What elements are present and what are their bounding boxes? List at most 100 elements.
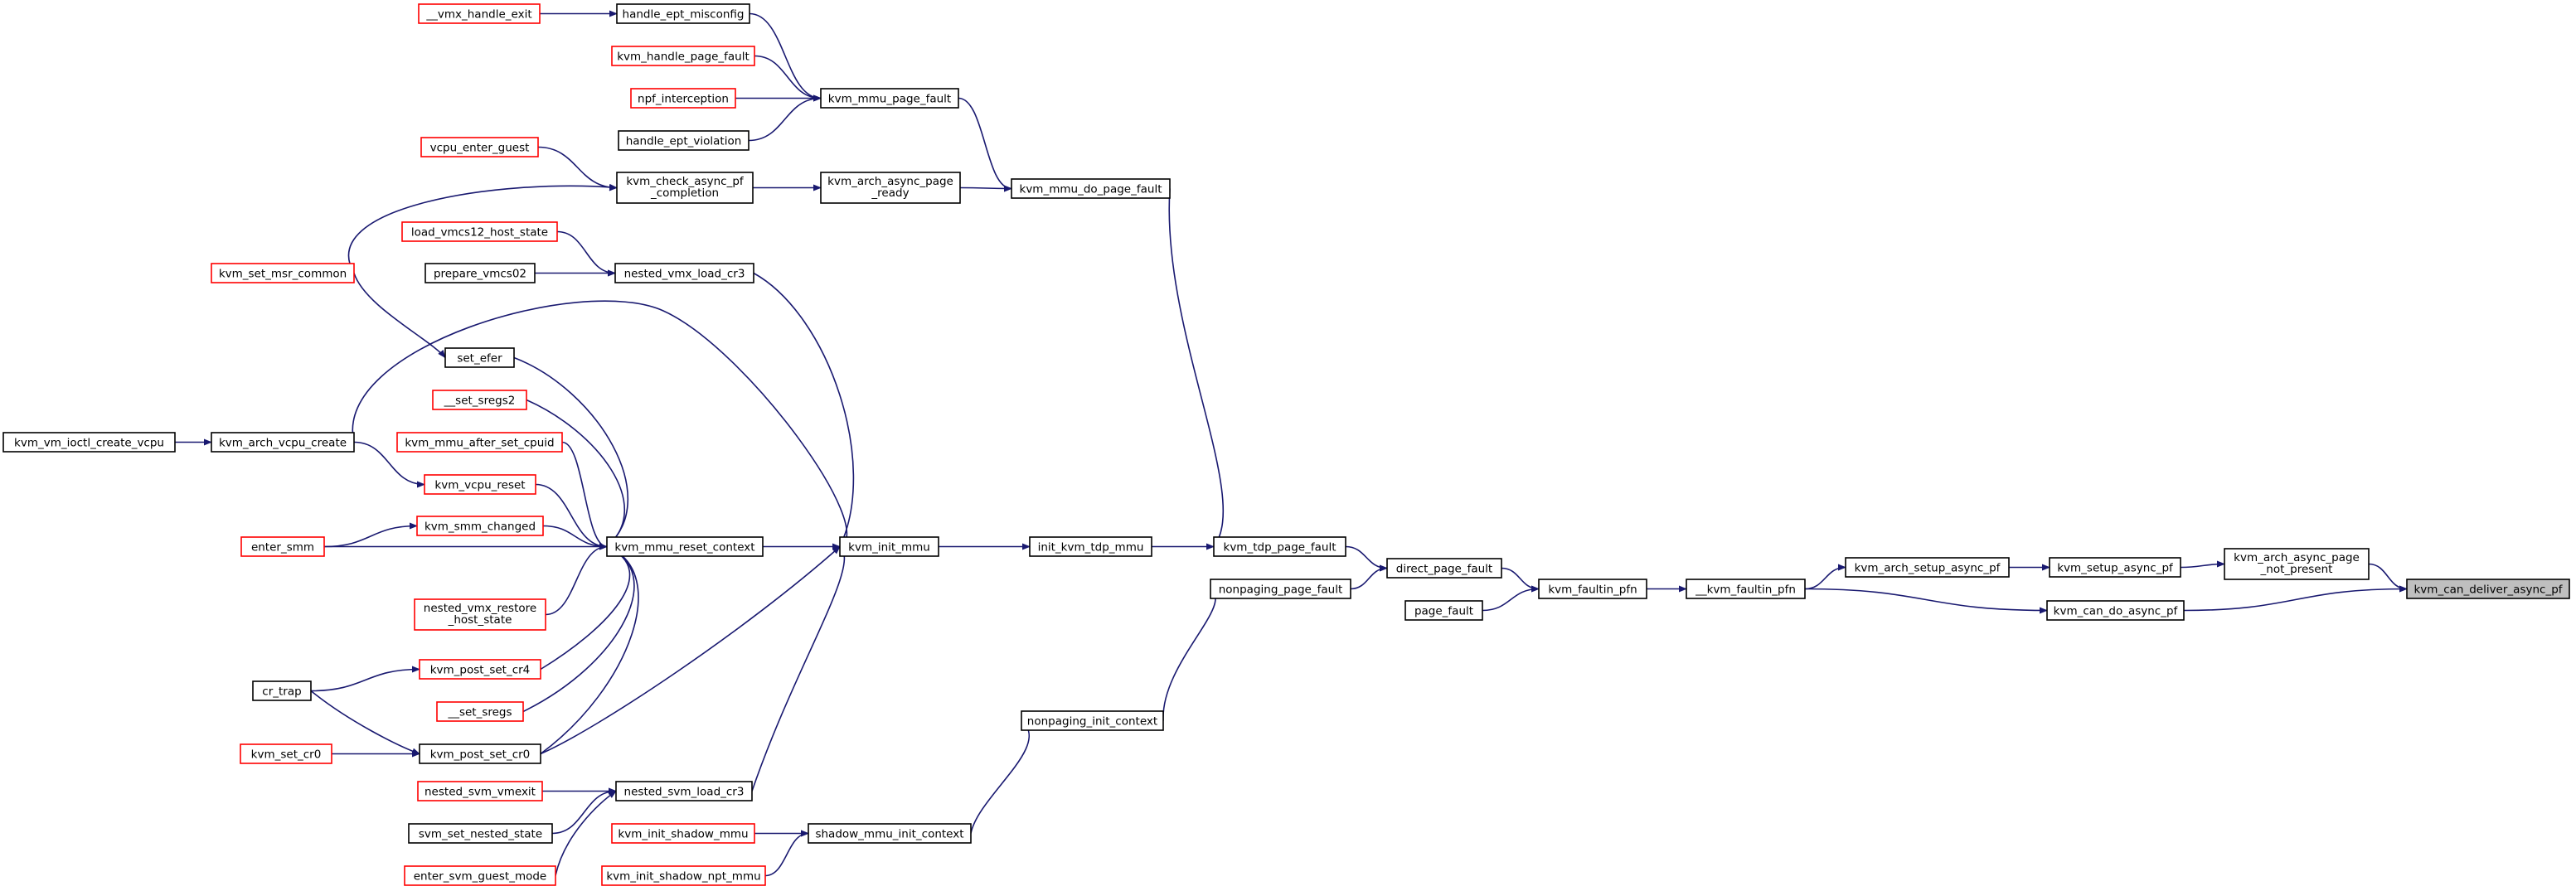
edge-nested-vmx-restore-host-state-to-kvm-mmu-reset-context [545,543,608,616]
node-box [2224,548,2370,580]
node-kvm-faultin-pfn[interactable]: kvm_faultin_pfn [1538,579,1647,599]
node-kvm-can-deliver-async-pf[interactable]: kvm_can_deliver_async_pf [2406,579,2570,599]
node-cr-trap[interactable]: cr_trap [252,680,312,701]
node-kvm-arch-async-page-ready[interactable]: kvm_arch_async_page_ready [820,172,961,204]
node-label: nonpaging_page_fault [1219,584,1343,597]
node-label: handle_ept_misconfig [623,8,745,22]
node-kvm-arch-async-page-not-present[interactable]: kvm_arch_async_page_not_present [2224,548,2370,580]
node-label: kvm_arch_async_page [2234,551,2360,564]
node-kvm-handle-page-fault[interactable]: kvm_handle_page_fault [611,46,755,66]
node-kvm-set-msr-common[interactable]: kvm_set_msr_common [211,263,355,283]
node-label: set_efer [457,352,502,366]
node-box [630,88,736,109]
node-enter-smm[interactable]: enter_smm [240,536,325,557]
node-label: nested_vmx_load_cr3 [624,268,745,281]
node-kvm-init-mmu[interactable]: kvm_init_mmu [839,536,939,557]
node-handle-ept-violation[interactable]: handle_ept_violation [618,130,750,151]
node-box [615,781,753,801]
node-nested-svm-load-cr3[interactable]: nested_svm_load_cr3 [615,781,753,801]
node-label: _not_present [2260,563,2333,576]
node-label: direct_page_fault [1396,563,1492,576]
node-vmx-handle-exit[interactable]: __vmx_handle_exit [418,3,541,24]
node-box [2046,600,2185,621]
node-kvm-mmu-reset-context[interactable]: kvm_mmu_reset_context [606,536,764,557]
edge-kvm-init-shadow-npt-mmu-to-shadow-mmu-init-context [764,830,809,877]
node-vcpu-enter-guest[interactable]: vcpu_enter_guest [420,137,539,157]
node-label: kvm_set_msr_common [219,268,347,281]
node-set-efer[interactable]: set_efer [444,347,515,368]
node-label: kvm_arch_async_page [827,175,953,188]
node-kvm-vm-ioctl-create-vcpu[interactable]: kvm_vm_ioctl_create_vcpu [2,432,176,453]
node-box [601,865,766,886]
node-kvm-smm-changed[interactable]: kvm_smm_changed [416,516,544,536]
node-box [419,659,541,680]
node-load-vmcs12-host-state[interactable]: load_vmcs12_host_state [401,221,558,242]
node-nonpaging-page-fault[interactable]: nonpaging_page_fault [1210,579,1351,599]
edge-handle-ept-violation-to-kvm-mmu-page-fault [748,94,822,142]
node-kvm-init-shadow-npt-mmu[interactable]: kvm_init_shadow_npt_mmu [601,865,766,886]
node-label: kvm_arch_setup_async_pf [1855,562,2001,575]
node-direct-page-fault[interactable]: direct_page_fault [1386,558,1502,579]
node-handle-ept-misconfig[interactable]: handle_ept_misconfig [616,3,750,24]
node-box [614,263,754,283]
edge-nested-vmx-load-cr3-to-kvm-init-mmu [753,272,855,548]
node-box [1845,557,2010,578]
edge-page-fault-to-kvm-faultin-pfn [1482,585,1540,612]
node-kvm-arch-vcpu-create[interactable]: kvm_arch_vcpu_create [211,432,355,453]
node-kvm-check-async-pf-completion[interactable]: kvm_check_async_pf_completion [616,172,754,204]
node-kvm-vcpu-reset[interactable]: kvm_vcpu_reset [424,474,536,495]
node-label: kvm_can_deliver_async_pf [2413,584,2563,597]
node-init-kvm-tdp-mmu[interactable]: init_kvm_tdp_mmu [1029,536,1152,557]
node-box [252,680,312,701]
node-box [211,432,355,453]
node-label: nonpaging_init_context [1027,715,1157,729]
edge-kvm-mmu-page-fault-to-kvm-mmu-do-page-fault [958,97,1012,192]
node-box [424,474,536,495]
node-label: kvm_mmu_after_set_cpuid [405,437,554,450]
node-label: cr_trap [262,685,301,699]
node-kvm-post-set-cr0[interactable]: kvm_post_set_cr0 [419,743,541,764]
edge-kvm-tdp-page-fault-to-direct-page-fault [1345,545,1388,572]
node-enter-svm-guest-mode[interactable]: enter_svm_guest_mode [404,865,556,886]
node-label: enter_smm [251,541,314,554]
node-set-sregs2[interactable]: __set_sregs2 [432,390,527,410]
node-box [2406,579,2570,599]
node-kvm-post-set-cr4[interactable]: kvm_post_set_cr4 [419,659,541,680]
node-nested-vmx-restore-host-state[interactable]: nested_vmx_restore_host_state [414,598,546,631]
node-box [616,3,750,24]
node-shadow-mmu-init-context[interactable]: shadow_mmu_init_context [808,823,972,844]
node-nested-svm-vmexit[interactable]: nested_svm_vmexit [417,781,543,801]
node-box [404,865,556,886]
node-svm-set-nested-state[interactable]: svm_set_nested_state [408,823,553,844]
node-kvm-mmu-do-page-fault[interactable]: kvm_mmu_do_page_fault [1011,178,1171,199]
node-box [1210,579,1351,599]
node-label: nested_svm_vmexit [424,786,536,799]
node-box [618,130,750,151]
node-kvm-faultin-pfn[interactable]: __kvm_faultin_pfn [1686,579,1806,599]
edge-kvm-vcpu-reset-to-kvm-mmu-reset-context [535,483,608,550]
edge-kvm-arch-vcpu-create-to-kvm-init-mmu [352,300,848,548]
node-nested-vmx-load-cr3[interactable]: nested_vmx_load_cr3 [614,263,754,283]
edge-handle-ept-misconfig-to-kvm-mmu-page-fault [749,12,822,102]
node-box [1029,536,1152,557]
node-kvm-set-cr0[interactable]: kvm_set_cr0 [240,743,332,764]
node-label: svm_set_nested_state [419,828,542,841]
node-kvm-setup-async-pf[interactable]: kvm_setup_async_pf [2049,557,2181,578]
node-kvm-tdp-page-fault[interactable]: kvm_tdp_page_fault [1213,536,1346,557]
node-kvm-arch-setup-async-pf[interactable]: kvm_arch_setup_async_pf [1845,557,2010,578]
node-prepare-vmcs02[interactable]: prepare_vmcs02 [424,263,536,283]
node-label: __vmx_handle_exit [425,8,531,22]
node-label: kvm_set_cr0 [251,748,322,762]
node-kvm-mmu-page-fault[interactable]: kvm_mmu_page_fault [820,88,959,109]
node-kvm-mmu-after-set-cpuid[interactable]: kvm_mmu_after_set_cpuid [396,432,563,453]
edge-kvm-post-set-cr0-to-kvm-init-mmu [540,545,841,755]
node-nonpaging-init-context[interactable]: nonpaging_init_context [1021,710,1164,731]
node-kvm-init-shadow-mmu[interactable]: kvm_init_shadow_mmu [611,823,755,844]
node-kvm-can-do-async-pf[interactable]: kvm_can_do_async_pf [2046,600,2185,621]
node-set-sregs[interactable]: __set_sregs [436,701,524,722]
node-npf-interception[interactable]: npf_interception [630,88,736,109]
node-page-fault[interactable]: page_fault [1404,600,1483,621]
node-label: kvm_setup_async_pf [2057,562,2174,575]
edge-enter-smm-to-kvm-smm-changed [323,522,418,548]
